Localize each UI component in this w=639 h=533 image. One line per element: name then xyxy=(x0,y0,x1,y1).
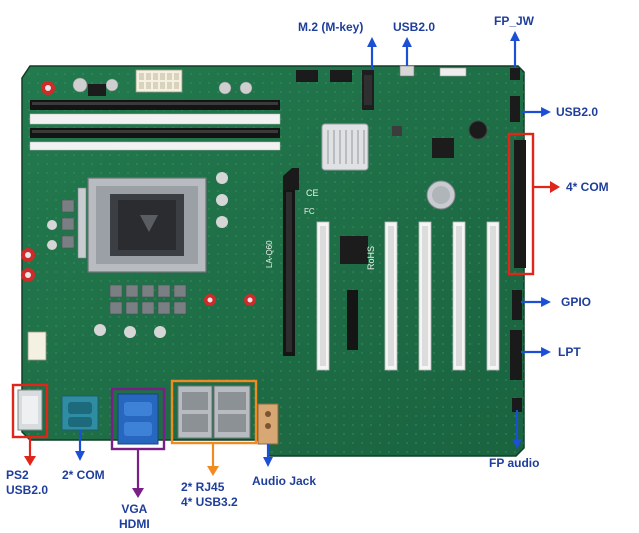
label-rj45-line1: 2* RJ45 xyxy=(181,480,225,494)
callout-arrows xyxy=(28,31,551,488)
label-vga-line2: HDMI xyxy=(119,517,150,531)
vrm-capacitors xyxy=(21,77,256,338)
label-rj45-line2: 4* USB3.2 xyxy=(181,495,238,509)
cpu-socket xyxy=(77,177,207,273)
right-edge-headers xyxy=(510,140,526,412)
cmos-battery-top xyxy=(432,186,450,204)
label-fp-jw: FP_JW xyxy=(494,14,535,28)
label-vga-hdmi: VGA HDMI xyxy=(119,502,150,532)
label-fp-audio: FP audio xyxy=(489,456,540,470)
label-usb20-right: USB2.0 xyxy=(556,105,599,119)
label-usb20-top: USB2.0 xyxy=(393,20,436,34)
pcie-x16-slot xyxy=(283,168,299,356)
label-gpio: GPIO xyxy=(561,295,592,309)
top-headers xyxy=(296,65,520,122)
label-rj45-usb: 2* RJ45 4* USB3.2 xyxy=(181,480,238,510)
label-m2: M.2 (M-key) xyxy=(298,20,364,34)
arrow-heads-colored xyxy=(24,181,560,498)
cpu-aux-power-connector xyxy=(27,331,47,361)
pcie-x4-slot xyxy=(347,290,358,350)
board-model-silk: LA-Q60 xyxy=(265,240,274,268)
rohs-silk: RoHS xyxy=(366,246,376,270)
pcb-texture xyxy=(22,66,524,456)
rear-io-ps2-usb xyxy=(17,389,43,431)
atx-power-pins xyxy=(139,73,179,89)
ce-silk: CE xyxy=(306,188,319,198)
ic-chips xyxy=(88,84,454,264)
com4-highlight-box xyxy=(507,132,535,276)
m2-slot xyxy=(362,70,374,110)
label-com4: 4* COM xyxy=(566,180,609,194)
rear-io-audio xyxy=(257,403,279,445)
label-com2: 2* COM xyxy=(62,468,105,482)
fc-silk: FC xyxy=(304,207,315,216)
label-lpt: LPT xyxy=(558,345,581,359)
rear-io-rj45-usb xyxy=(177,385,251,439)
label-ps2: PS2 USB2.0 xyxy=(6,468,48,498)
inductor-row xyxy=(61,199,187,315)
label-vga-line1: VGA xyxy=(121,502,148,516)
label-ps2-line1: PS2 xyxy=(6,468,29,482)
buzzer xyxy=(468,120,488,140)
label-audio-jack: Audio Jack xyxy=(252,474,317,488)
dimm-slots xyxy=(29,100,281,151)
rear-io-com xyxy=(61,395,99,431)
chipset-heatsink xyxy=(321,123,369,171)
pci-slots xyxy=(316,221,500,371)
rear-io-vga-hdmi xyxy=(117,393,159,445)
label-ps2-line2: USB2.0 xyxy=(6,483,49,497)
